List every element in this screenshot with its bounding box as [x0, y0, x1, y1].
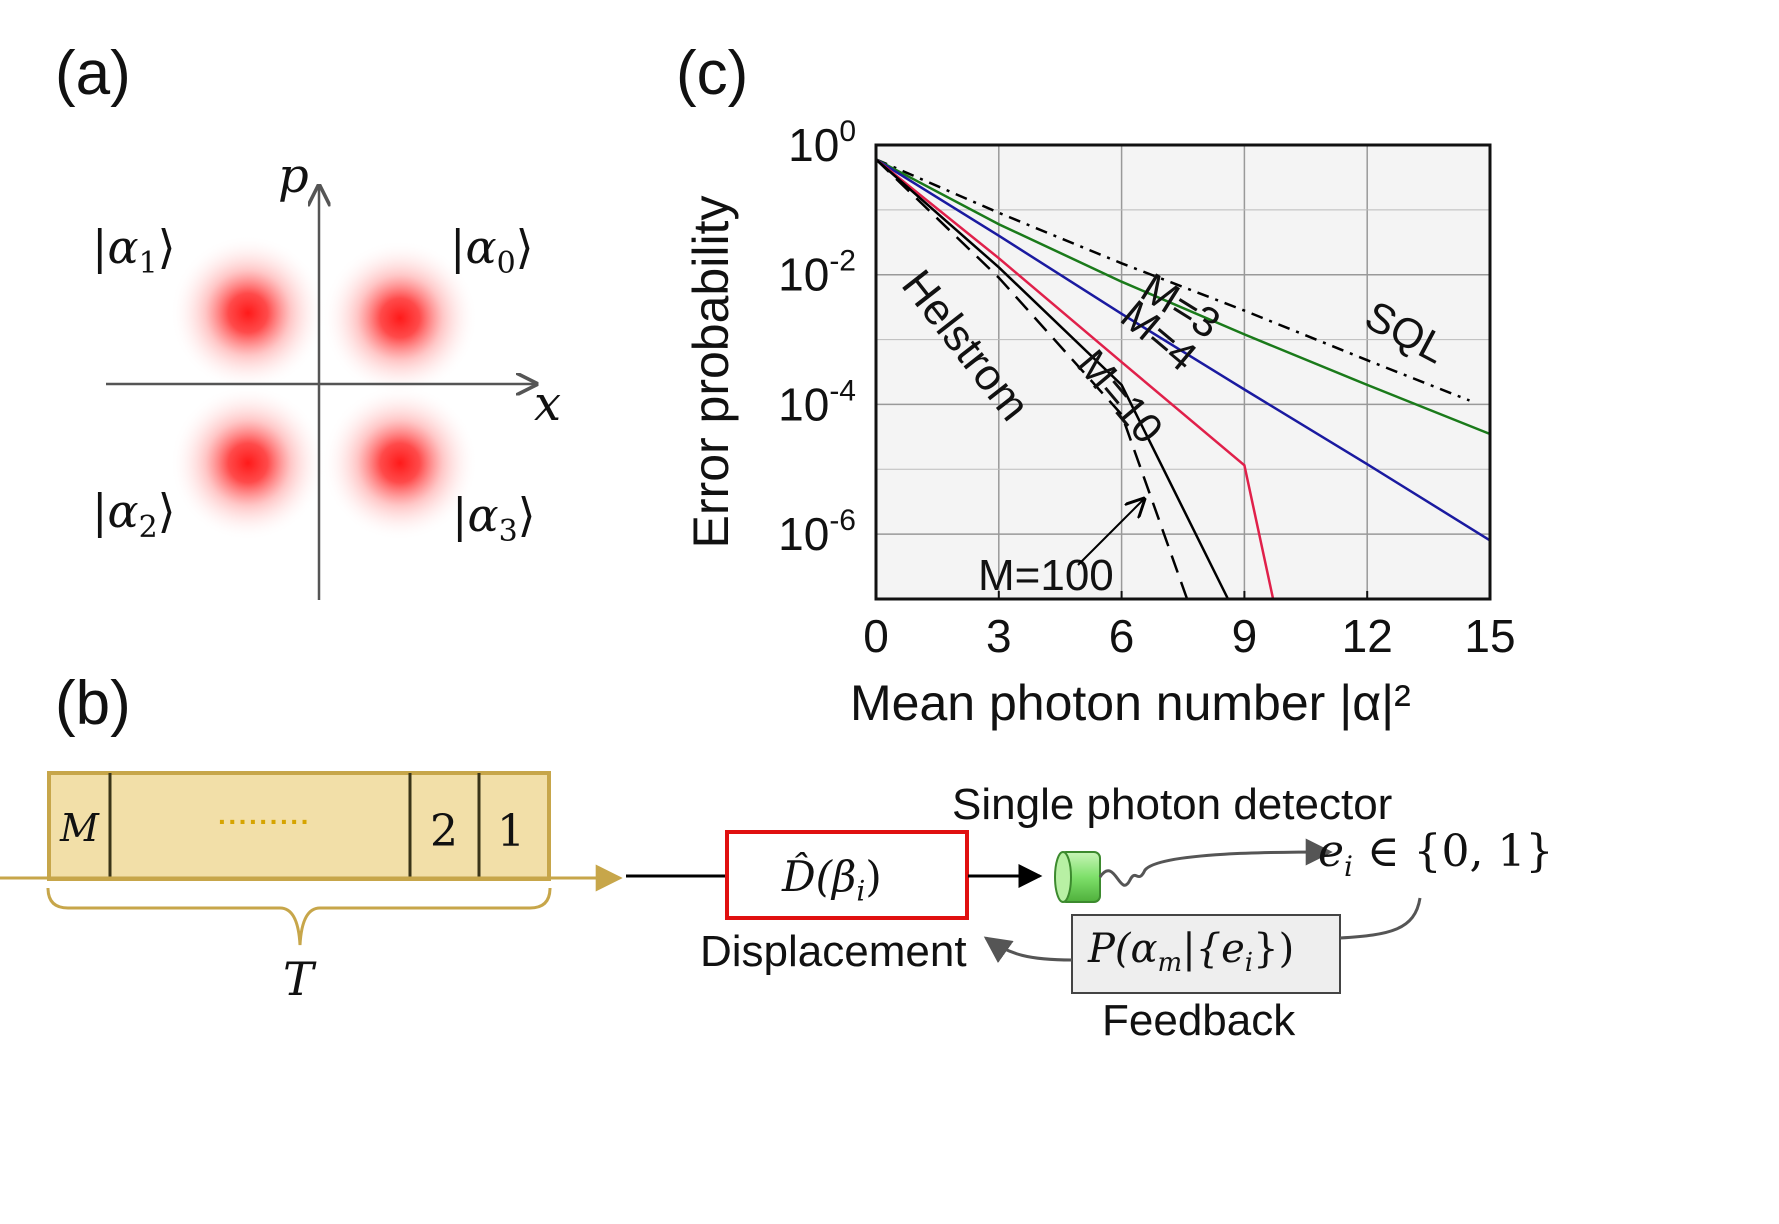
feedback-label: Feedback [1102, 996, 1296, 1045]
panel-label-c: (c) [676, 39, 749, 108]
outcome-label: ei ∈ {0, 1} [1318, 826, 1554, 883]
displacement-label: Displacement [700, 927, 967, 976]
x-tick-label: 9 [1232, 610, 1258, 662]
detector-label: Single photon detector [952, 780, 1393, 829]
series-helstrom [875, 158, 1189, 600]
x-axis-title: Mean photon number |α|² [850, 675, 1411, 731]
detector-icon [1054, 851, 1101, 903]
series-m-10 [875, 158, 1275, 600]
pulse-cell-m: M [60, 806, 99, 850]
state-0-label: |α0⟩ [450, 220, 534, 282]
feedback-expression: P(αm|{ei}) [1088, 926, 1295, 978]
x-tick-label: 3 [986, 610, 1012, 662]
y-axis-title: Error probability [683, 196, 739, 549]
p-axis-label: p [278, 148, 309, 204]
m100-annotation-arrow [1077, 499, 1144, 566]
detector-signal [1098, 838, 1333, 887]
duration-bracket [46, 887, 552, 946]
pulse-cell-2: 2 [430, 806, 458, 857]
y-tick-label: 100 [788, 115, 856, 171]
pulse-train [0, 771, 623, 946]
series-m-100 [875, 158, 1230, 600]
state-3-gaussian [322, 385, 478, 541]
x-tick-label: 6 [1109, 610, 1135, 662]
pulse-cell-1: 1 [497, 806, 525, 857]
state-2-label: |α2⟩ [92, 484, 176, 546]
x-tick-label: 0 [863, 610, 889, 662]
y-tick-label: 10-4 [778, 374, 856, 430]
pulse-cell-dots: ········· [218, 806, 311, 837]
state-0-gaussian [322, 240, 478, 396]
y-tick-label: 10-6 [778, 504, 856, 560]
x-tick-label: 15 [1464, 610, 1515, 662]
outcome-to-feedback [1339, 897, 1422, 940]
series-m-4 [875, 158, 1491, 542]
series-m-3 [875, 158, 1491, 436]
y-tick-label: 10-2 [778, 245, 856, 301]
panel-label-b: (b) [55, 669, 131, 738]
plot-area [876, 145, 1490, 599]
state-1-label: |α1⟩ [92, 220, 176, 282]
feedback-box [1071, 914, 1341, 994]
series-label-m-100: M=100 [978, 551, 1114, 600]
panel-label-a: (a) [55, 39, 131, 108]
state-2-gaussian [170, 385, 326, 541]
setup-diagram [626, 830, 1422, 994]
duration-label: T [283, 952, 314, 1006]
x-tick-label: 12 [1342, 610, 1393, 662]
feedback-to-displacement [983, 936, 1073, 964]
displacement-operator: D̂(βi) [782, 852, 882, 908]
phase-space-diagram [106, 0, 620, 600]
state-1-gaussian [170, 235, 326, 391]
plot-frame [874, 143, 1492, 601]
state-3-label: |α3⟩ [452, 488, 536, 550]
x-axis-label: x [534, 376, 562, 432]
displacement-box [725, 830, 969, 920]
